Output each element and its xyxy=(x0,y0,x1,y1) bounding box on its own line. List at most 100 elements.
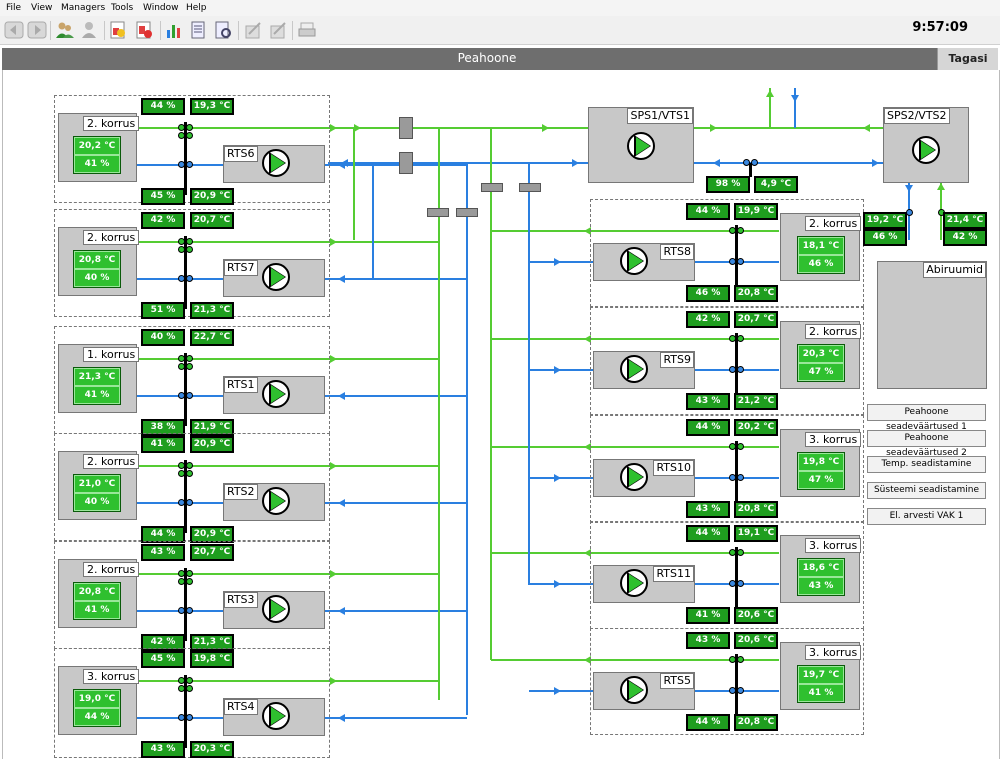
supply-flow-arrow xyxy=(584,335,591,343)
toolbar: 9:57:09 xyxy=(0,16,1000,45)
supply-sensor-dot xyxy=(186,124,193,131)
return-sensor-dot xyxy=(178,607,185,614)
room-temperature: 20,8 °C xyxy=(74,251,120,269)
supply-sensor-dot xyxy=(186,570,193,577)
supply-flow-arrow xyxy=(584,549,591,557)
rts-label: RTS7 xyxy=(224,260,258,276)
floor-label: 2. korrus xyxy=(83,562,140,577)
right-valve-stem xyxy=(735,441,738,506)
right-valve-stem xyxy=(735,225,738,290)
side-button-4[interactable]: Süsteemi seadistamine xyxy=(867,482,986,499)
supply-sensor-dot xyxy=(178,355,185,362)
return-temp-badge: 20,9 °C xyxy=(190,188,234,205)
rts-label: RTS11 xyxy=(653,566,694,582)
rts-unit[interactable]: RTS10 xyxy=(593,459,695,497)
rts-unit[interactable]: RTS8 xyxy=(593,243,695,281)
supply-sensor-dot xyxy=(178,238,185,245)
pump-icon xyxy=(620,676,648,704)
menu-window[interactable]: Window xyxy=(143,3,179,13)
chart-icon[interactable] xyxy=(164,20,184,40)
menu-tools[interactable]: Tools xyxy=(111,3,134,13)
room-humidity: 47 % xyxy=(798,363,844,381)
report-icon[interactable] xyxy=(108,20,128,40)
forward-icon[interactable] xyxy=(27,20,47,40)
edit-alt-icon[interactable] xyxy=(268,20,288,40)
return-temp-badge: 20,9 °C xyxy=(190,526,234,543)
sps2-return-sensor-dot xyxy=(906,209,913,216)
return-sensor-dot xyxy=(737,366,744,373)
sps1-return-sensor-dot xyxy=(743,159,750,166)
valve-percent-badge: 38 % xyxy=(141,419,185,436)
rts-unit[interactable]: RTS11 xyxy=(593,565,695,603)
return-temp-badge: 21,3 °C xyxy=(190,634,234,651)
user-icon[interactable] xyxy=(79,20,99,40)
menu-view[interactable]: View xyxy=(31,3,53,13)
menu-managers[interactable]: Managers xyxy=(61,3,106,13)
side-button-5[interactable]: El. arvesti VAK 1 xyxy=(867,508,986,525)
menu-file[interactable]: File xyxy=(6,3,22,13)
supply-sensor-dot xyxy=(737,656,744,663)
supply-sensor-dot xyxy=(178,462,185,469)
return-sensor-dot xyxy=(186,392,193,399)
return-sensor-dot xyxy=(737,474,744,481)
sps2-unit[interactable]: SPS2/VTS2 xyxy=(883,107,969,183)
rts-unit[interactable]: RTS6 xyxy=(223,145,325,183)
return-sensor-dot xyxy=(737,687,744,694)
return-flow-arrow xyxy=(554,366,561,374)
sps1-unit[interactable]: SPS1/VTS1 xyxy=(588,107,694,183)
print-preview-icon[interactable] xyxy=(213,20,233,40)
menu-help[interactable]: Help xyxy=(186,3,207,13)
valve-percent-badge: 41 % xyxy=(686,607,730,624)
rts-unit[interactable]: RTS1 xyxy=(223,376,325,414)
valve-percent-badge: 41 % xyxy=(141,436,185,453)
side-button-3[interactable]: Temp. seadistamine xyxy=(867,456,986,473)
pump-icon xyxy=(620,569,648,597)
left-valve-stem xyxy=(184,460,187,533)
room-humidity: 41 % xyxy=(74,155,120,173)
return-flow-arrow xyxy=(338,275,345,283)
return-sensor-dot xyxy=(178,275,185,282)
supply-temp-badge: 22,7 °C xyxy=(190,329,234,346)
print-icon[interactable] xyxy=(297,20,317,40)
return-temp-badge: 20,6 °C xyxy=(734,607,778,624)
supply-temp-badge: 19,3 °C xyxy=(190,98,234,115)
rts-unit[interactable]: RTS5 xyxy=(593,672,695,710)
document-icon[interactable] xyxy=(189,20,209,40)
room-humidity: 40 % xyxy=(74,493,120,511)
supply-lower-sensor-dot xyxy=(178,470,185,477)
side-button-2[interactable]: Peahoone seadeväärtused 2 xyxy=(867,430,986,458)
supply-flow-arrow xyxy=(710,124,717,132)
rts-unit[interactable]: RTS3 xyxy=(223,591,325,629)
side-button-1[interactable]: Peahoone seadeväärtused 1 xyxy=(867,404,986,432)
floor-label: 2. korrus xyxy=(83,454,140,469)
edit-icon[interactable] xyxy=(243,20,263,40)
return-flow-arrow xyxy=(554,580,561,588)
supply-flow-arrow xyxy=(330,238,337,246)
abiruumid-panel[interactable]: Abiruumid xyxy=(877,261,987,389)
return-flow-arrow xyxy=(554,258,561,266)
return-flow-arrow xyxy=(572,159,579,167)
users-icon[interactable] xyxy=(55,20,75,40)
supply-sensor-dot xyxy=(729,335,736,342)
alarm-report-icon[interactable] xyxy=(134,20,154,40)
rts-unit[interactable]: RTS2 xyxy=(223,483,325,521)
back-button[interactable]: Tagasi xyxy=(937,48,998,70)
control-valve xyxy=(481,183,503,192)
control-valve xyxy=(427,208,449,217)
return-sensor-dot xyxy=(737,580,744,587)
return-flow-arrow xyxy=(338,499,345,507)
rts-unit[interactable]: RTS4 xyxy=(223,698,325,736)
rts-label: RTS10 xyxy=(653,460,694,476)
back-icon[interactable] xyxy=(4,20,24,40)
pump-icon xyxy=(620,355,648,383)
rts-unit[interactable]: RTS7 xyxy=(223,259,325,297)
supply-lower-sensor-dot xyxy=(178,363,185,370)
rts-unit[interactable]: RTS9 xyxy=(593,351,695,389)
supply-flow-arrow xyxy=(330,677,337,685)
return-sensor-dot xyxy=(178,161,185,168)
